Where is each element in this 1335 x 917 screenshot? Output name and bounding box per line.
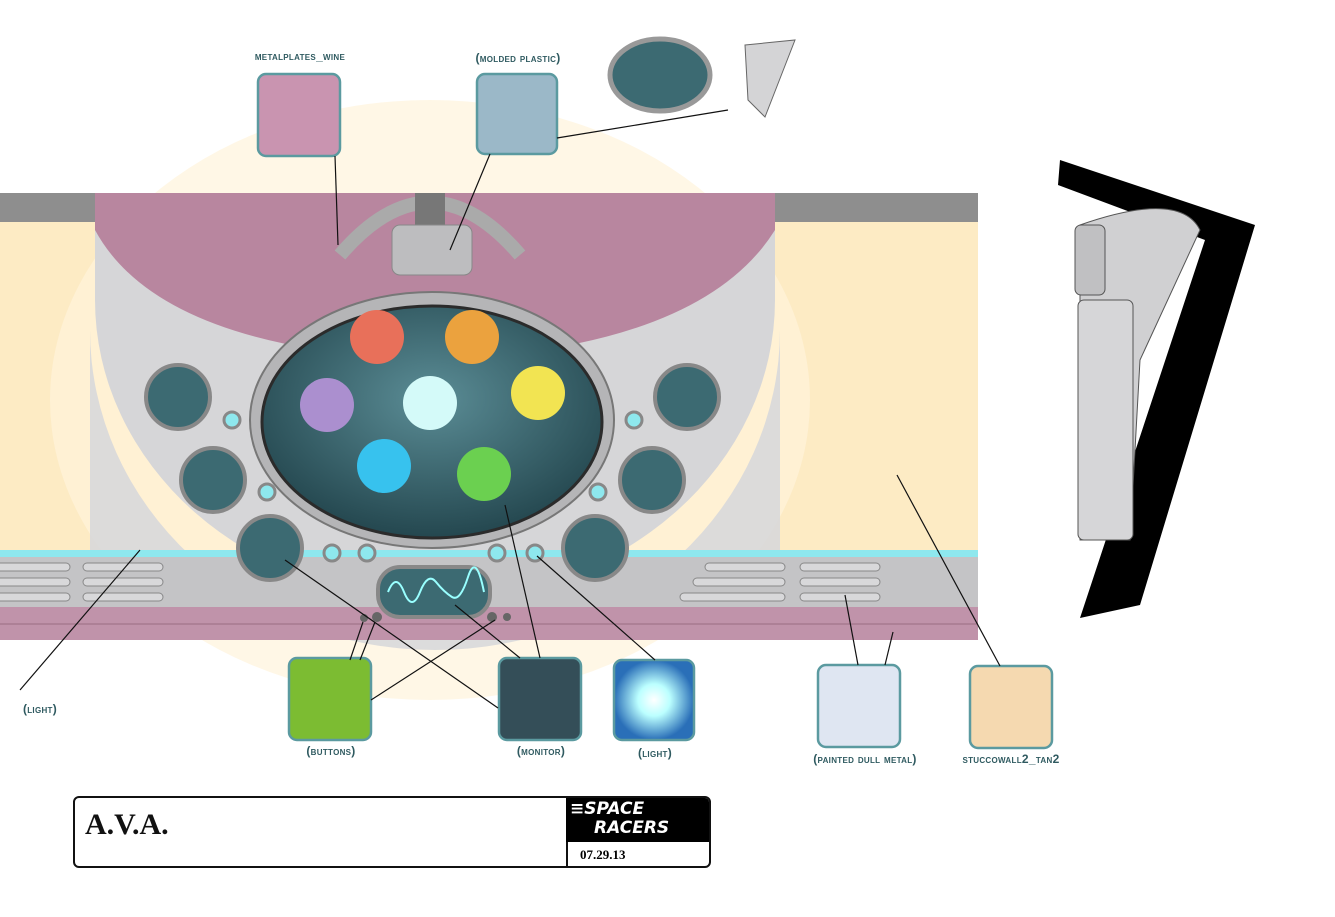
mini-monitor [561, 514, 629, 582]
screen-dot [511, 366, 565, 420]
label-monitor: (monitor) [517, 744, 565, 758]
sheet-date: 07.29.13 [566, 842, 709, 866]
bracket-detail [744, 39, 796, 118]
mini-monitor [179, 446, 247, 514]
space-racers-logo: ≡SPACE RACERS [566, 798, 709, 842]
swatch-molded-plastic [475, 72, 559, 156]
mini-monitor [144, 363, 212, 431]
main-panel [0, 100, 978, 700]
screen-dot [300, 378, 354, 432]
screen-dot [403, 376, 457, 430]
screen-dot [457, 447, 511, 501]
screen-dot [445, 310, 499, 364]
swatch-monitor [497, 656, 583, 742]
label-molded-plastic: (molded plastic) [475, 51, 560, 65]
mini-monitor [618, 446, 686, 514]
label-stucco: stuccoWall2_tan2 [962, 752, 1059, 766]
screen-dot [357, 439, 411, 493]
label-metal-plates: metalPlates_wine [255, 49, 346, 63]
sheet-title: A.V.A. [85, 808, 169, 841]
swatch-buttons [287, 656, 373, 742]
metal-plates-dome [95, 193, 775, 360]
mini-monitor [653, 363, 721, 431]
mini-monitor-detail [607, 36, 713, 114]
label-painted-metal: (painted dull metal) [813, 752, 916, 766]
swatch-metal-plates [256, 72, 342, 158]
swatch-light [612, 658, 696, 742]
label-light-left: (light) [23, 702, 57, 716]
screen-dot [350, 310, 404, 364]
label-light: (light) [638, 746, 672, 760]
waveform-monitor [376, 565, 492, 619]
label-buttons: (buttons) [306, 744, 355, 758]
swatch-stucco [968, 664, 1054, 750]
side-view [1058, 160, 1255, 618]
mini-monitor [236, 514, 304, 582]
title-block: A.V.A. ≡SPACE RACERS 07.29.13 [73, 796, 711, 868]
screen-dots [300, 310, 565, 501]
swatch-painted-metal [816, 663, 902, 749]
leader-lines [19, 109, 1001, 709]
